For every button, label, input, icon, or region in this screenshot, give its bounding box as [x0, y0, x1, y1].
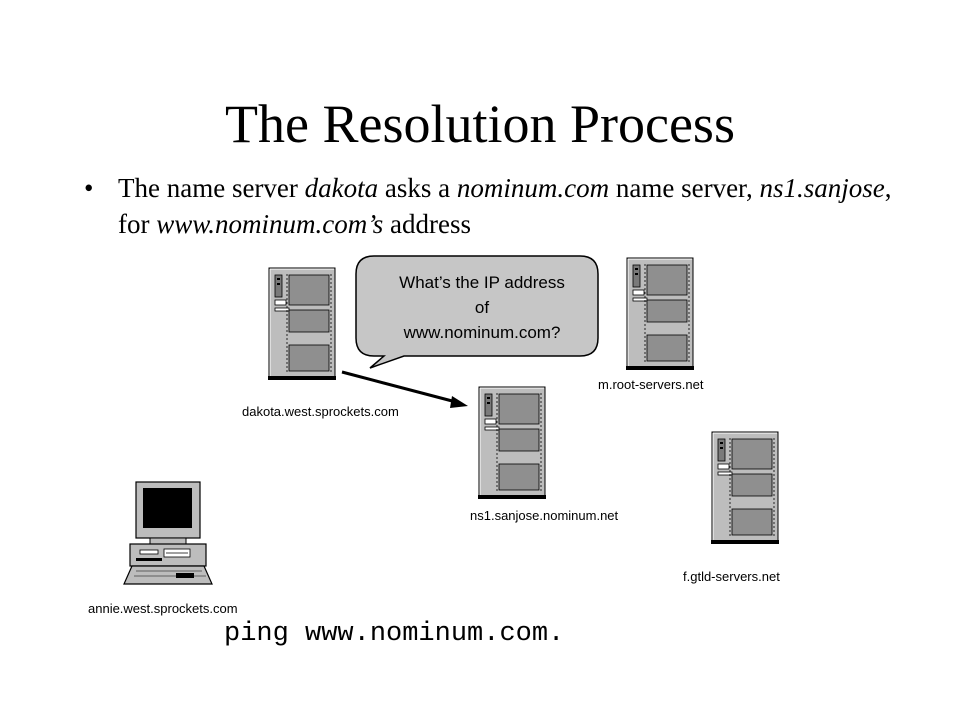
server-icon-dakota: [267, 267, 337, 381]
callout-line-3: www.nominum.com?: [403, 323, 561, 342]
arrow-head: [450, 396, 468, 408]
bullet-segment: www.nominum.com’s: [156, 209, 384, 239]
bullet-segment: asks a: [378, 173, 457, 203]
bullet-segment: dakota: [304, 173, 379, 203]
callout-text: What’s the IP address of www.nominum.com…: [368, 270, 596, 345]
callout-bubble: [355, 255, 599, 369]
bullet-point: • The name server dakota asks a nominum.…: [84, 170, 904, 242]
workstation-icon: [123, 481, 213, 585]
server-icon-ns1: [477, 386, 547, 500]
ping-command: ping www.nominum.com.: [224, 619, 565, 649]
server-icon-mroot: [625, 257, 695, 371]
callout-line-1: What’s the IP address: [399, 273, 565, 292]
bullet-text: The name server dakota asks a nominum.co…: [118, 170, 904, 242]
label-dakota: dakota.west.sprockets.com: [242, 404, 399, 419]
bullet-segment: nominum.com: [456, 173, 610, 203]
bullet-segment: The name server: [118, 173, 305, 203]
bullet-segment: name server,: [609, 173, 760, 203]
bullet-marker: •: [84, 173, 94, 203]
bullet-segment: ns1.sanjose: [759, 173, 885, 203]
bullet-segment: address: [383, 209, 471, 239]
callout-line-2: of: [474, 298, 490, 317]
server-icon-fgtld: [710, 431, 780, 545]
query-arrow: [341, 370, 457, 404]
label-fgtld: f.gtld-servers.net: [683, 569, 780, 584]
slide-title: The Resolution Process: [225, 94, 735, 154]
label-annie: annie.west.sprockets.com: [88, 601, 238, 616]
label-ns1: ns1.sanjose.nominum.net: [470, 508, 619, 523]
label-mroot: m.root-servers.net: [598, 377, 704, 392]
bullet-segment: , for: [118, 173, 892, 239]
